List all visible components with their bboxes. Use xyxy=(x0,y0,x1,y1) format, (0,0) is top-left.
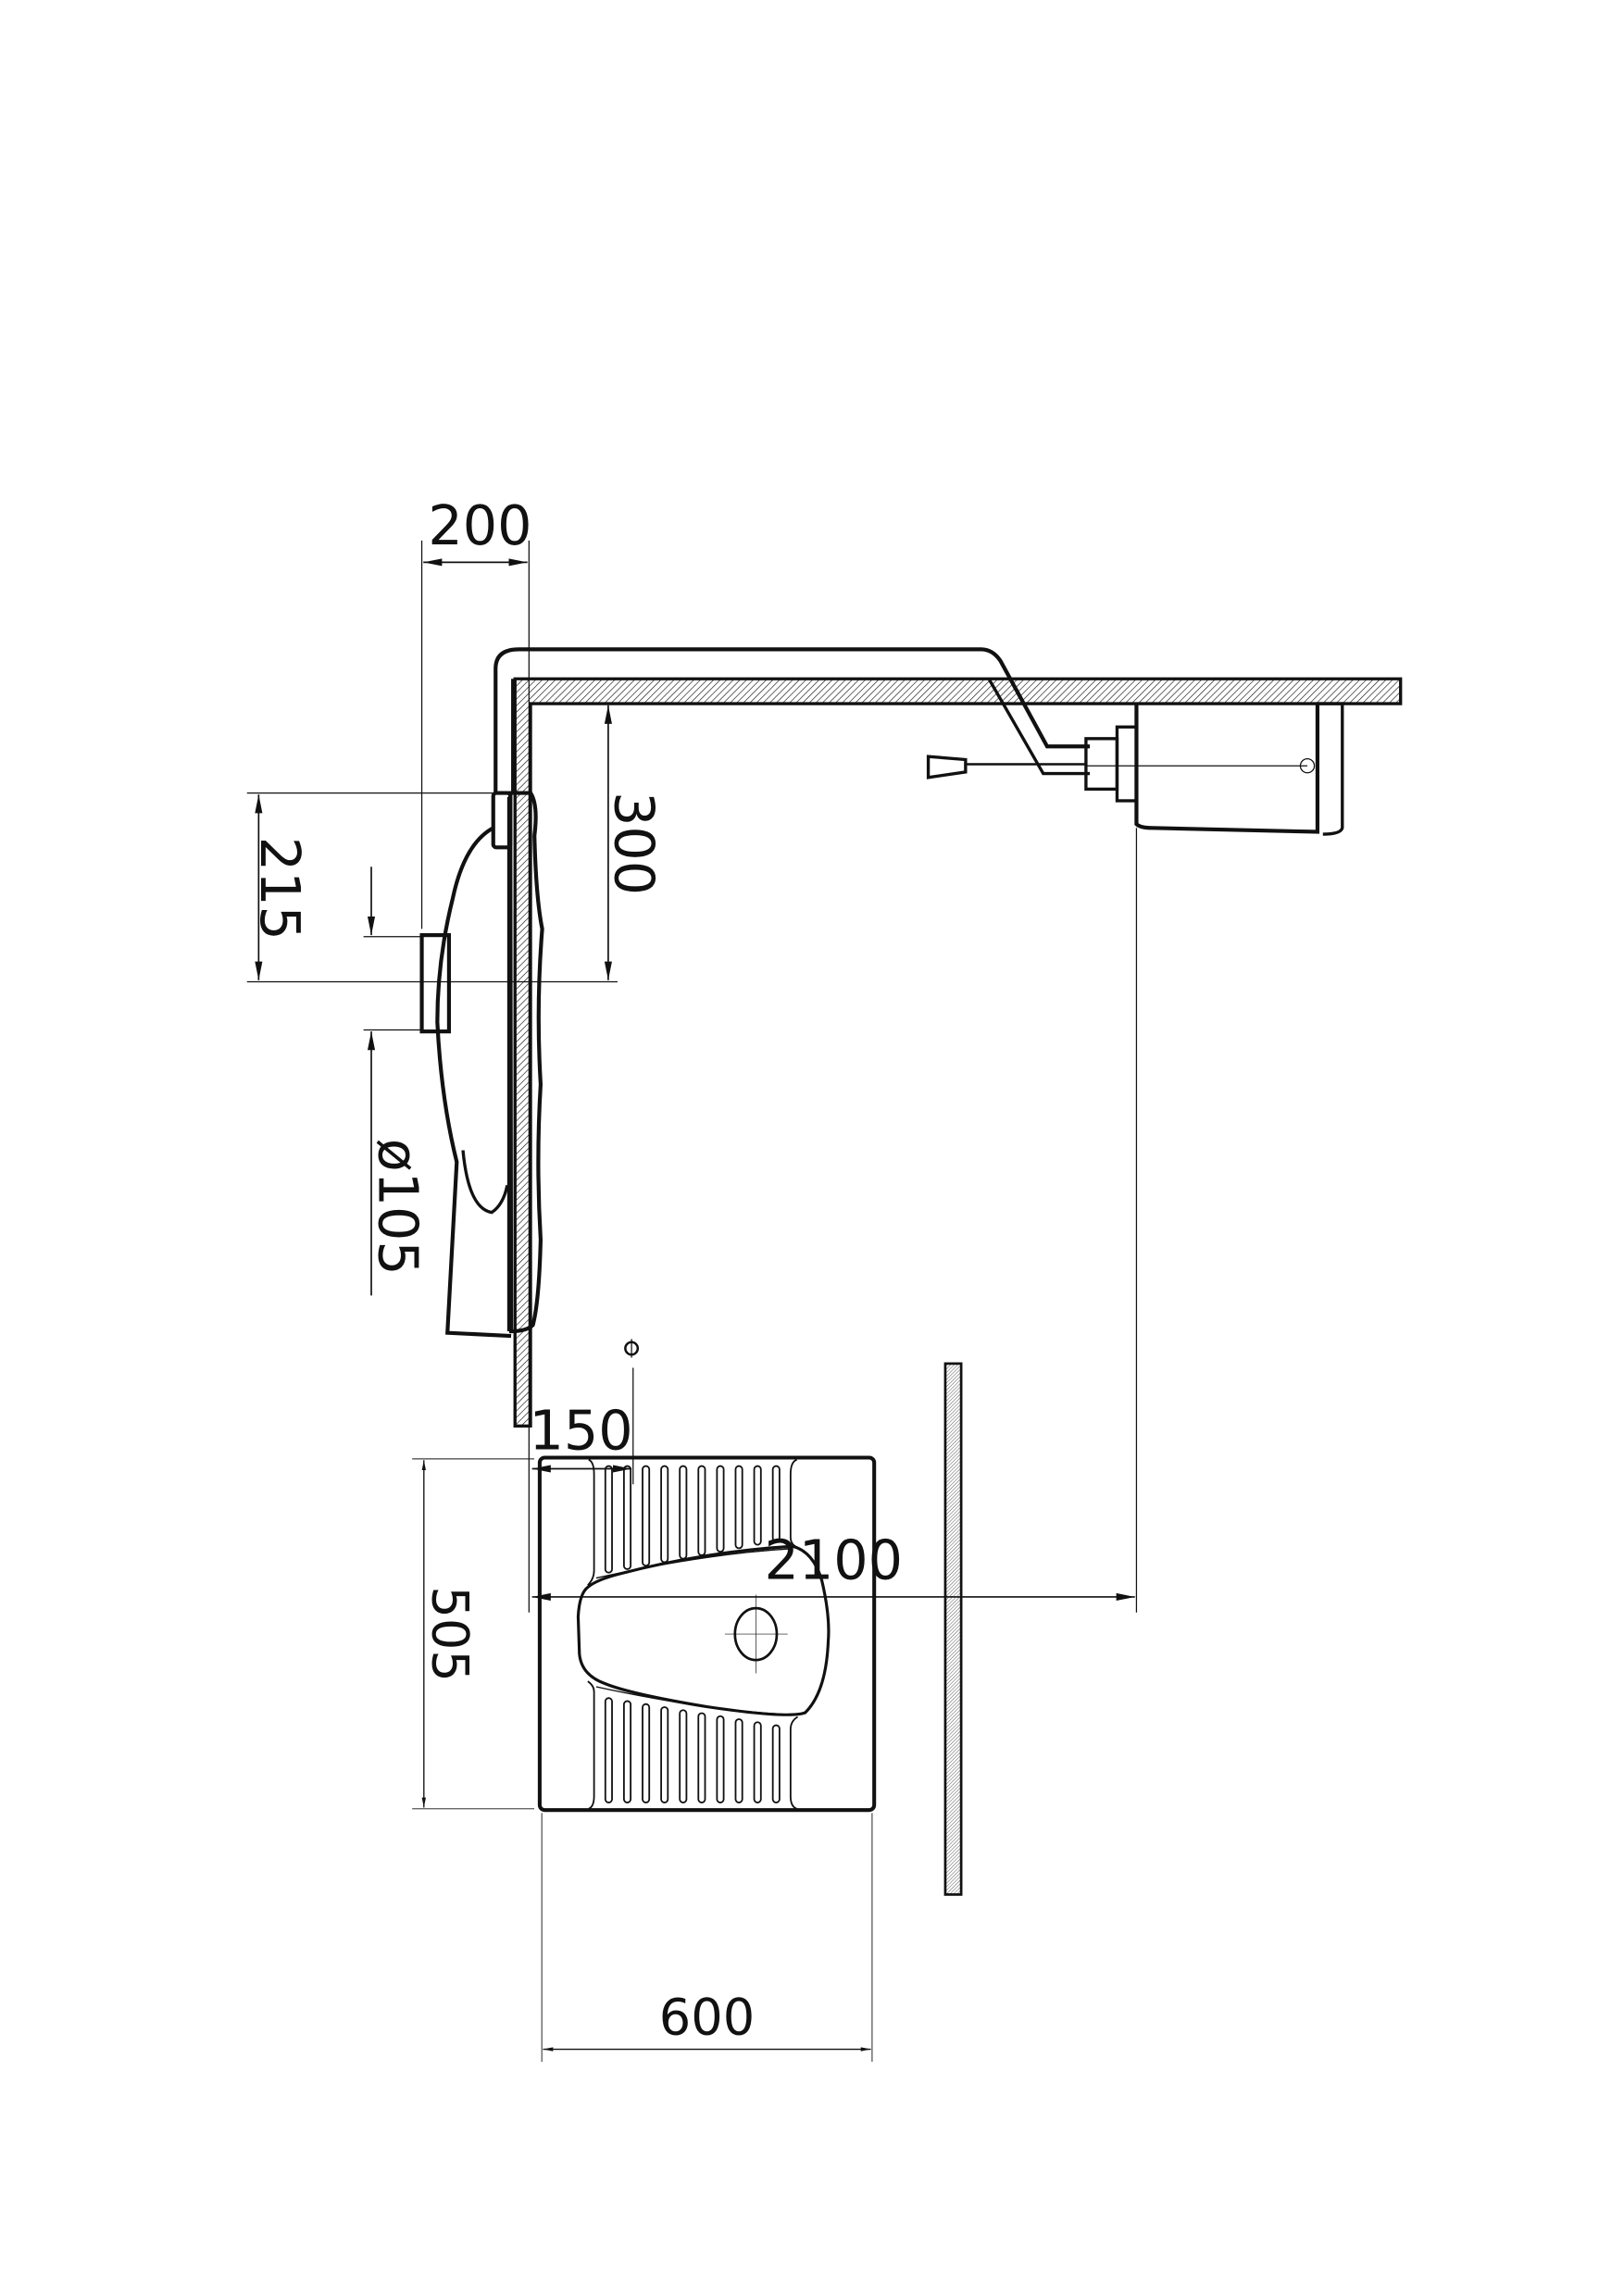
dimension-label: 600 xyxy=(659,1989,755,2047)
groove-top xyxy=(622,1465,632,1570)
dimension-200: 200 xyxy=(420,493,532,1613)
bowl xyxy=(576,1544,831,1716)
dimension-215: 215 xyxy=(246,792,618,983)
groove-top xyxy=(642,1465,651,1567)
groove-bottom xyxy=(604,1697,613,1803)
plan-view: 505 600 xyxy=(412,1362,963,2063)
dimension-label: 150 xyxy=(530,1399,633,1463)
groove-bottom xyxy=(679,1709,688,1803)
groove-bottom xyxy=(697,1712,706,1803)
groove-bottom xyxy=(771,1724,781,1803)
dimension-label: 215 xyxy=(248,837,312,941)
dimension-diameter-105: ø105 xyxy=(363,867,430,1296)
foot-grooves xyxy=(604,1465,781,1803)
groove-bottom xyxy=(622,1700,632,1803)
groove-top xyxy=(604,1465,613,1574)
wall-ceiling-section xyxy=(513,677,1403,1428)
dimension-300: 300 xyxy=(602,705,666,980)
dimension-600: 600 xyxy=(541,1813,873,2063)
wall-section xyxy=(943,1362,963,1896)
squat-pan-outline xyxy=(537,1455,877,1813)
dimension-2100: 2100 xyxy=(531,828,1138,1613)
groove-bottom xyxy=(716,1715,725,1803)
dimension-150: 150 xyxy=(530,1367,634,1485)
cistern xyxy=(926,702,1344,836)
groove-top xyxy=(716,1465,725,1553)
groove-top xyxy=(697,1465,706,1556)
side-view: 200 300 215 ø105 150 xyxy=(246,493,1403,1613)
groove-bottom xyxy=(642,1703,651,1803)
groove-bottom xyxy=(734,1718,743,1803)
groove-bottom xyxy=(753,1721,762,1803)
groove-top xyxy=(679,1465,688,1560)
dimension-label: 505 xyxy=(421,1586,480,1681)
outlet xyxy=(419,933,452,1034)
dimension-505: 505 xyxy=(412,1458,535,1810)
dimension-label: 300 xyxy=(602,792,666,895)
dimension-label: 200 xyxy=(428,493,531,557)
groove-top xyxy=(660,1465,669,1564)
groove-top xyxy=(734,1465,743,1550)
groove-top xyxy=(753,1465,762,1546)
flush-handle xyxy=(926,755,968,780)
dimension-label: ø105 xyxy=(366,1139,430,1276)
cistern-button-icon xyxy=(1299,758,1316,774)
dimension-label: 2100 xyxy=(765,1528,903,1592)
flush-pipe xyxy=(493,647,1091,793)
groove-top xyxy=(771,1465,781,1542)
groove-bottom xyxy=(660,1706,669,1803)
squat-pan-profile xyxy=(419,791,544,1339)
